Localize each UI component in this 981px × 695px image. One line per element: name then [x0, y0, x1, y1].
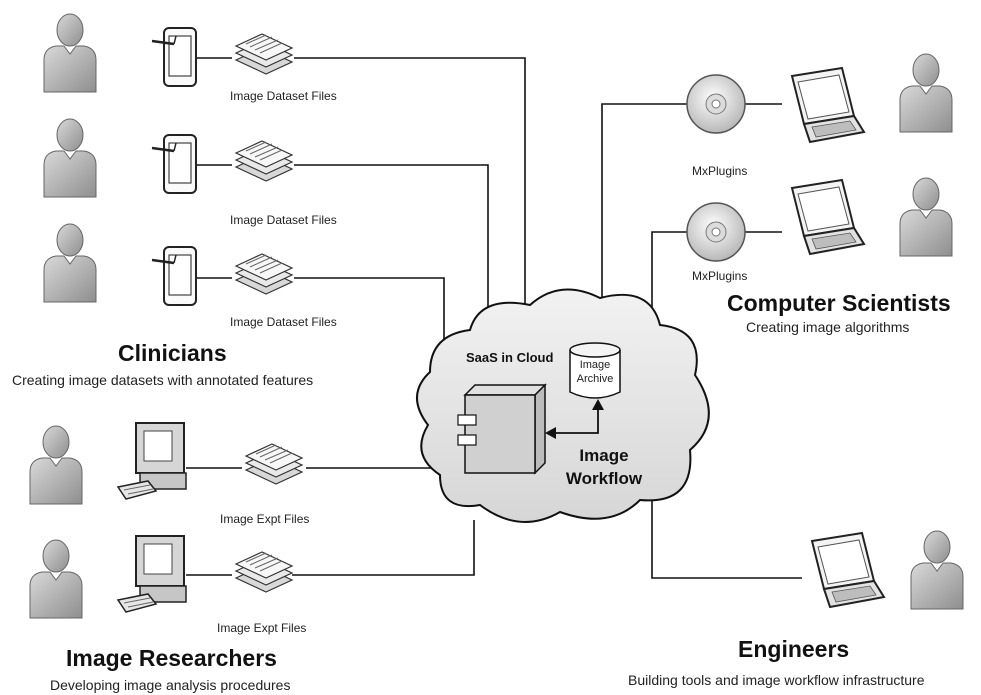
- tablet-icon: [150, 26, 198, 88]
- person-icon: [899, 177, 953, 257]
- plugin-label-2: MxPlugins: [692, 269, 748, 283]
- workflow-component-icon: [457, 383, 547, 475]
- person-icon: [43, 223, 97, 303]
- researcher-file-label-2: Image Expt Files: [217, 621, 307, 635]
- engineers-subtitle: Building tools and image workflow infras…: [628, 672, 925, 688]
- computer-scientists-title: Computer Scientists: [727, 290, 951, 316]
- person-icon: [29, 425, 83, 505]
- archive-label-line2: Archive: [576, 373, 614, 385]
- connector-plugin-1-cloud: [601, 103, 688, 318]
- connector-clinician-2-cloud: [294, 164, 489, 318]
- connector-plugin-2-cloud: [651, 231, 688, 330]
- tablet-icon: [150, 245, 198, 307]
- connection-lines: [186, 57, 802, 579]
- clinician-file-label-1: Image Dataset Files: [230, 89, 337, 103]
- workflow-archive-arrow: [545, 399, 604, 439]
- laptop-icon: [791, 67, 865, 143]
- archive-label-line1: Image: [579, 359, 611, 371]
- documents-icon: [245, 443, 303, 485]
- documents-icon: [235, 140, 293, 182]
- person-icon: [43, 118, 97, 198]
- laptop-icon: [791, 179, 865, 255]
- researchers-subtitle: Developing image analysis procedures: [50, 677, 291, 693]
- desktop-computer-icon: [117, 422, 187, 500]
- clinician-file-label-3: Image Dataset Files: [230, 315, 337, 329]
- database-icon: [569, 342, 621, 399]
- cd-icon: [686, 202, 746, 262]
- person-icon: [899, 53, 953, 133]
- tablet-icon: [150, 133, 198, 195]
- clinician-file-label-2: Image Dataset Files: [230, 213, 337, 227]
- clinicians-subtitle: Creating image datasets with annotated f…: [12, 372, 314, 388]
- connector-clinician-3-cloud: [294, 277, 445, 345]
- plugin-label-1: MxPlugins: [692, 164, 748, 178]
- person-icon: [29, 539, 83, 619]
- cloud-label: SaaS in Cloud: [466, 350, 554, 365]
- workflow-label-line1: Image: [579, 446, 629, 465]
- researcher-file-label-1: Image Expt Files: [220, 512, 310, 526]
- documents-icon: [235, 253, 293, 295]
- researchers-title: Image Researchers: [66, 645, 277, 671]
- clinicians-title: Clinicians: [118, 340, 227, 366]
- person-icon: [43, 13, 97, 93]
- connector-engineer-cloud: [651, 500, 802, 579]
- engineers-title: Engineers: [738, 636, 850, 662]
- desktop-computer-icon: [117, 535, 187, 613]
- documents-icon: [235, 551, 293, 593]
- connector-researcher-2-cloud: [292, 520, 475, 576]
- computer-scientists-subtitle: Creating image algorithms: [746, 319, 910, 335]
- workflow-label-line2: Workflow: [565, 469, 643, 488]
- archive-label: Image Archive: [572, 358, 618, 386]
- cd-icon: [686, 74, 746, 134]
- laptop-icon: [811, 532, 885, 608]
- person-icon: [910, 530, 964, 610]
- documents-icon: [235, 33, 293, 75]
- workflow-label: Image Workflow: [556, 444, 652, 490]
- connector-clinician-1-cloud: [294, 57, 526, 318]
